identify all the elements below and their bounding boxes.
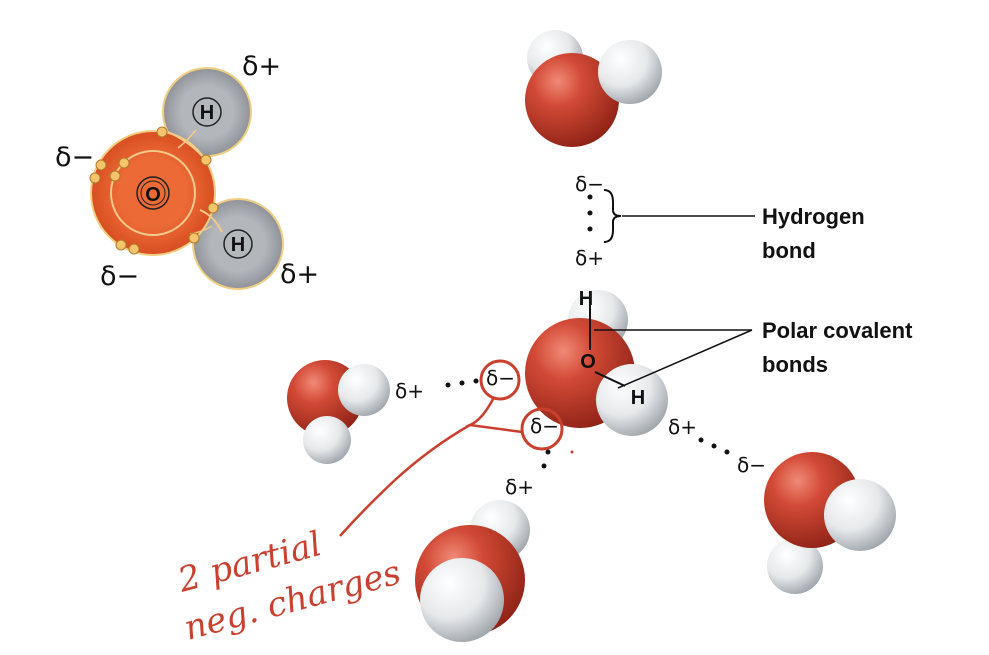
delta-minus-top-molecule: δ−	[575, 172, 604, 196]
delta-minus-center-bottom: δ−	[530, 414, 559, 438]
molecule-center: H O H	[525, 288, 668, 436]
hydrogen-atom	[598, 40, 662, 104]
delta-minus-center-left: δ−	[486, 366, 515, 390]
valence-electrons	[89, 126, 219, 255]
center-h-top-label: H	[579, 288, 593, 310]
shell-oxygen-label: O	[145, 184, 161, 206]
hydrogen-nucleus-top	[192, 97, 222, 127]
hydrogen-atom	[420, 558, 504, 642]
hydrogen-atom	[303, 416, 351, 464]
delta-plus-center-right: δ+	[668, 415, 697, 439]
oxygen-inner-shell	[110, 150, 196, 236]
polar-covalent-label-line1: Polar covalent	[762, 318, 913, 343]
annotation-circle-1	[479, 359, 521, 401]
delta-plus-center-top: δ+	[575, 246, 604, 270]
shell-hydrogen-label-bottom: H	[231, 234, 245, 256]
center-o-label: O	[580, 351, 596, 373]
annotation-bracket	[465, 398, 523, 434]
polar-leader-2	[617, 329, 753, 389]
hydrogen-bond-label-line2: bond	[762, 238, 816, 263]
hydrogen-bond-dots	[445, 194, 730, 469]
delta-minus-left: δ−	[55, 142, 94, 173]
delta-plus-bottom-molecule: δ+	[505, 475, 534, 499]
hydrogen-bond-label-line1: Hydrogen	[762, 204, 865, 229]
delta-plus-bottom-h: δ+	[280, 259, 319, 290]
hydrogen-atom	[767, 538, 823, 594]
shell-hydrogen-label-top: H	[200, 102, 214, 124]
annotation-arrow-line	[339, 423, 471, 537]
molecule-bottom	[415, 500, 530, 642]
hydrogen-nucleus-bottom	[223, 229, 253, 259]
oxygen-atom	[525, 53, 619, 147]
molecule-left	[287, 360, 390, 464]
oxygen-nucleus	[136, 176, 170, 210]
molecule-right	[764, 452, 896, 594]
polar-covalent-label-line2: bonds	[762, 352, 828, 377]
delta-plus-top-h: δ+	[242, 51, 281, 82]
annotation-circle-2	[520, 407, 564, 451]
delta-minus-right-molecule: δ−	[737, 453, 766, 477]
delta-plus-left-molecule: δ+	[395, 379, 424, 403]
hydrogen-atom	[824, 479, 896, 551]
hydrogen-atom	[338, 364, 390, 416]
hydrogen-bond-bracket	[603, 189, 622, 243]
hydrogen-atom	[596, 364, 668, 436]
delta-minus-bottom: δ−	[100, 261, 139, 292]
electron-shell-model: O H H δ+ δ− δ− δ+	[55, 51, 319, 292]
center-h-bottom-label: H	[631, 387, 645, 409]
molecule-top	[525, 30, 662, 147]
